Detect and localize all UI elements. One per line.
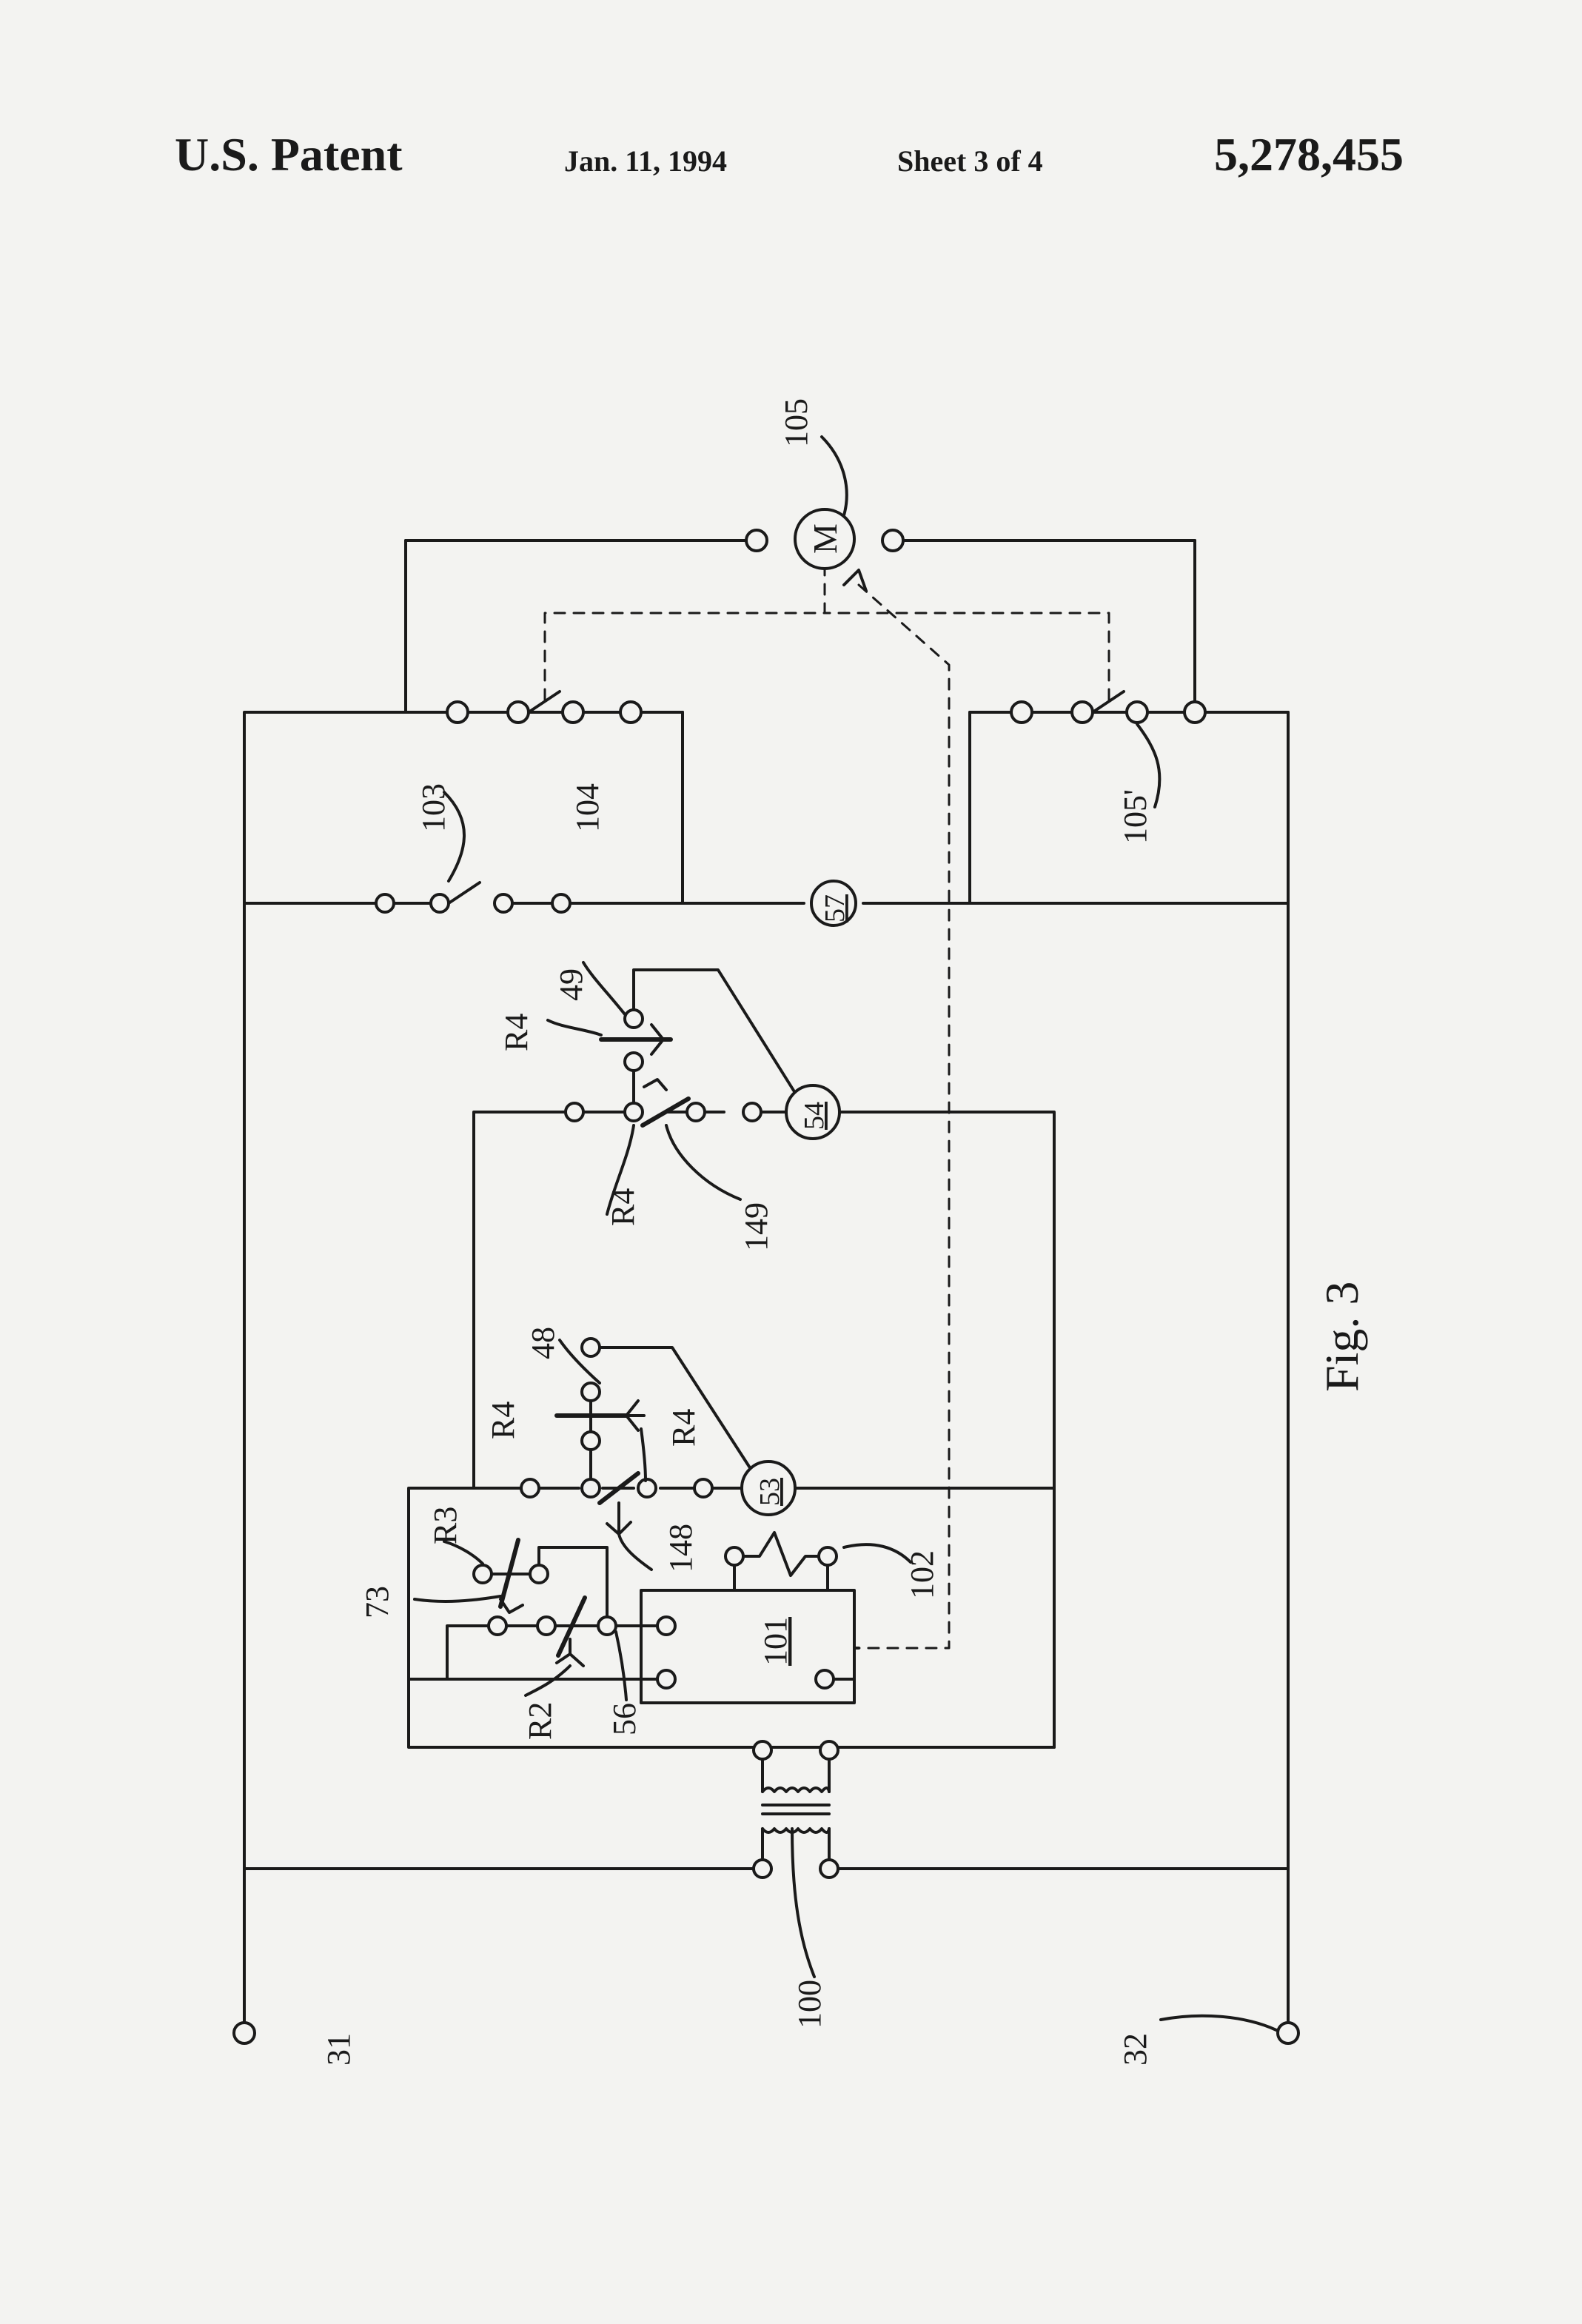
label-contact-48: 48 [525,1327,561,1359]
controller-101 [614,1589,860,1704]
label-relay-R2: R2 [522,1702,558,1740]
label-coil-57: 57 [820,894,851,922]
contact-148 [520,1471,714,1571]
label-contact-49: 49 [553,968,589,1001]
contact-149 [564,1078,762,1216]
patent-date: Jan. 11, 1994 [564,144,728,178]
label-relay-R4-a: R4 [498,1014,534,1051]
contact-73-R3 [413,1538,609,1618]
figure-caption: Fig. 3 [1315,1282,1368,1392]
contact-48 [554,1337,752,1482]
label-contact-56: 56 [606,1703,643,1735]
patent-title: U.S. Patent [175,128,403,181]
motor-105 [745,435,905,570]
label-thermostat-102: 102 [904,1550,940,1599]
contact-56-R2 [446,1595,628,1701]
mechanical-linkage-dashed [543,569,1110,1650]
label-contact-149: 149 [738,1202,774,1251]
relay-coil-53 [740,1460,797,1516]
transformer-100 [243,1740,1290,1978]
switch-105p [1010,690,1207,808]
label-motor-symbol: M [806,523,844,554]
label-motor-105: 105 [778,398,814,447]
label-relay-R4-b: R4 [605,1188,641,1226]
label-coil-54: 54 [799,1102,830,1130]
label-relay-R3: R3 [427,1507,463,1544]
relay-coil-57 [810,880,857,927]
contact-49 [546,961,797,1105]
label-transformer-100: 100 [791,1980,828,2029]
relay-coil-54 [785,1084,841,1140]
thermostat-102 [724,1531,912,1592]
label-relay-R4-c: R4 [485,1402,521,1439]
label-switch-105p: 105' [1117,789,1153,844]
switch-104 [446,690,643,724]
left-supply-rail [243,711,684,2032]
terminal-31 [232,2021,256,2045]
switch-105p-wiring [893,539,1290,714]
label-relay-R4-d: R4 [666,1409,702,1447]
label-terminal-32: 32 [1117,2033,1153,2066]
label-coil-53: 53 [754,1478,785,1506]
label-controller-101: 101 [757,1617,794,1666]
label-switch-104: 104 [569,783,606,832]
right-supply-rail [968,711,1290,2032]
label-contact-73: 73 [359,1586,395,1618]
label-terminal-31: 31 [321,2033,357,2066]
label-contact-148: 148 [663,1524,699,1573]
label-switch-103: 103 [415,783,452,832]
switch-104-wiring [404,539,751,714]
linkage-arrow [842,569,868,592]
switch-103 [375,791,572,914]
patent-number: 5,278,455 [1214,128,1404,181]
sheet-number: Sheet 3 of 4 [897,144,1043,178]
terminal-32 [1159,2014,1300,2045]
